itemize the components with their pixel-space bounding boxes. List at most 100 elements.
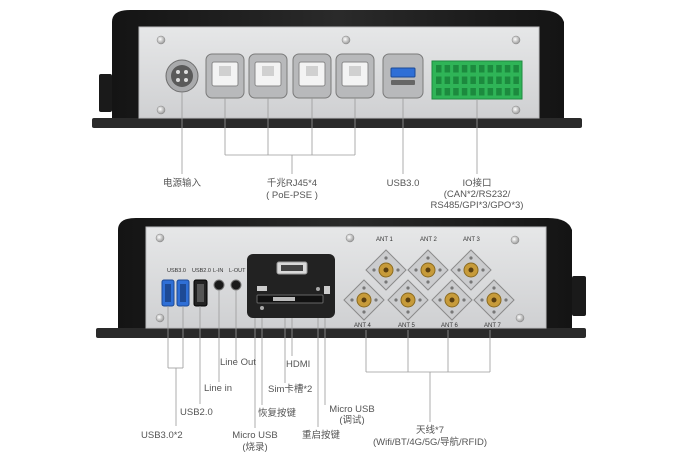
screw-icon (511, 35, 521, 45)
line-in-jack-icon (213, 279, 225, 291)
antenna-mark-1: ANT 1 (376, 237, 393, 243)
screw-icon (345, 233, 355, 243)
label-sim-slot: Sim卡槽*2 (268, 384, 313, 395)
terminal-pin (453, 65, 459, 73)
label-micro-usb-flash: Micro USB (232, 430, 278, 441)
label-io-interface: IO接口 (462, 178, 492, 189)
label-poe-pse: ( PoE-PSE ) (266, 190, 318, 201)
rj45-port-2-icon (248, 53, 288, 99)
label-line-in: Line in (204, 383, 232, 394)
antenna-mark-3: ANT 3 (463, 237, 480, 243)
reset-button-icon (316, 287, 320, 291)
screw-icon (155, 313, 165, 323)
top-mount-flange (92, 118, 582, 128)
screw-icon (156, 35, 166, 45)
terminal-pin (513, 88, 519, 96)
micro-usb-debug-icon (324, 286, 330, 294)
antenna-mark-7: ANT 7 (484, 323, 501, 329)
terminal-pin (453, 88, 459, 96)
terminal-pin (496, 88, 502, 96)
mark-usb20: USB2.0 (192, 268, 211, 274)
label-usb30x2: USB3.0*2 (141, 430, 183, 441)
micro-usb-flash-icon (257, 286, 267, 291)
io-recess-panel (247, 254, 335, 318)
screw-icon (156, 105, 166, 115)
antenna-connector-7-icon (473, 279, 515, 321)
antenna-mark-2: ANT 2 (420, 237, 437, 243)
terminal-pin (487, 65, 494, 73)
label-micro-usb-debug: Micro USB (329, 404, 375, 415)
terminal-pin (513, 76, 519, 84)
mark-usb30: USB3.0 (167, 268, 186, 274)
usb3-port-icon (382, 53, 424, 99)
rj45-port-3-icon (292, 53, 332, 99)
terminal-pin (436, 76, 442, 84)
terminal-pin (470, 76, 476, 84)
terminal-pin (479, 76, 485, 84)
mark-line-in: L-IN (213, 268, 224, 274)
usb2-port-icon (193, 279, 208, 307)
rj45-port-4-icon (335, 53, 375, 99)
terminal-pin (496, 76, 502, 84)
label-reset-button: 重启按键 (302, 430, 341, 441)
screw-icon (511, 105, 521, 115)
label-antenna-types: (Wifi/BT/4G/5G/导航/RFID) (372, 437, 487, 448)
label-gigabit-rj45: 千兆RJ45*4 (266, 178, 318, 189)
antenna-connector-5-icon (387, 279, 429, 321)
antenna-connector-1-icon (365, 249, 407, 291)
io-terminal-block-icon (431, 60, 523, 100)
terminal-pin (487, 76, 494, 84)
rj45-port-1-icon (205, 53, 245, 99)
terminal-pin (444, 76, 451, 84)
antenna-connector-6-icon (431, 279, 473, 321)
terminal-pin (479, 65, 485, 73)
label-restore-button: 恢复按键 (258, 408, 297, 419)
screw-icon (341, 35, 351, 45)
terminal-pin (444, 88, 451, 96)
top-side-bracket-left (99, 74, 112, 112)
label-micro-usb-debug-note: (调试) (339, 415, 365, 426)
terminal-pin (496, 65, 502, 73)
label-micro-usb-flash-note: (烧录) (242, 442, 268, 453)
terminal-pin (504, 65, 511, 73)
label-usb30-top: USB3.0 (386, 178, 420, 189)
terminal-pin (461, 76, 468, 84)
terminal-pin (513, 65, 519, 73)
terminal-pin (461, 88, 468, 96)
label-usb20: USB2.0 (180, 407, 213, 418)
top-device (92, 10, 582, 174)
bottom-device (96, 218, 586, 428)
terminal-pin (436, 65, 442, 73)
top-leader-lines (181, 92, 478, 174)
antenna-connector-3-icon (450, 249, 492, 291)
screw-icon (510, 235, 520, 245)
terminal-pin (504, 88, 511, 96)
terminal-pin (487, 88, 494, 96)
restore-button-icon (260, 306, 264, 310)
antenna-connector-2-icon (407, 249, 449, 291)
screw-icon (515, 313, 525, 323)
label-line-out: Line Out (220, 357, 256, 368)
line-out-jack-icon (230, 279, 242, 291)
bottom-mount-flange (96, 328, 586, 338)
antenna-mark-6: ANT 6 (441, 323, 458, 329)
terminal-pin (479, 88, 485, 96)
mark-line-out: L-OUT (229, 268, 246, 274)
power-connector-icon (165, 59, 199, 93)
label-io-detail-1: (CAN*2/RS232/ (443, 189, 511, 200)
antenna-mark-4: ANT 4 (354, 323, 371, 329)
terminal-pin (461, 65, 468, 73)
bottom-leader-lines (167, 290, 491, 428)
antenna-mark-5: ANT 5 (398, 323, 415, 329)
antenna-connectors (343, 249, 515, 321)
bottom-side-bracket-right (572, 276, 586, 316)
label-power-input: 电源输入 (162, 178, 201, 189)
terminal-pin (470, 88, 476, 96)
screw-icon (155, 233, 165, 243)
label-hdmi: HDMI (286, 359, 311, 370)
terminal-pin (470, 65, 476, 73)
label-io-detail-2: RS485/GPI*3/GPO*3) (430, 200, 524, 211)
terminal-pin (453, 76, 459, 84)
terminal-pin (436, 88, 442, 96)
